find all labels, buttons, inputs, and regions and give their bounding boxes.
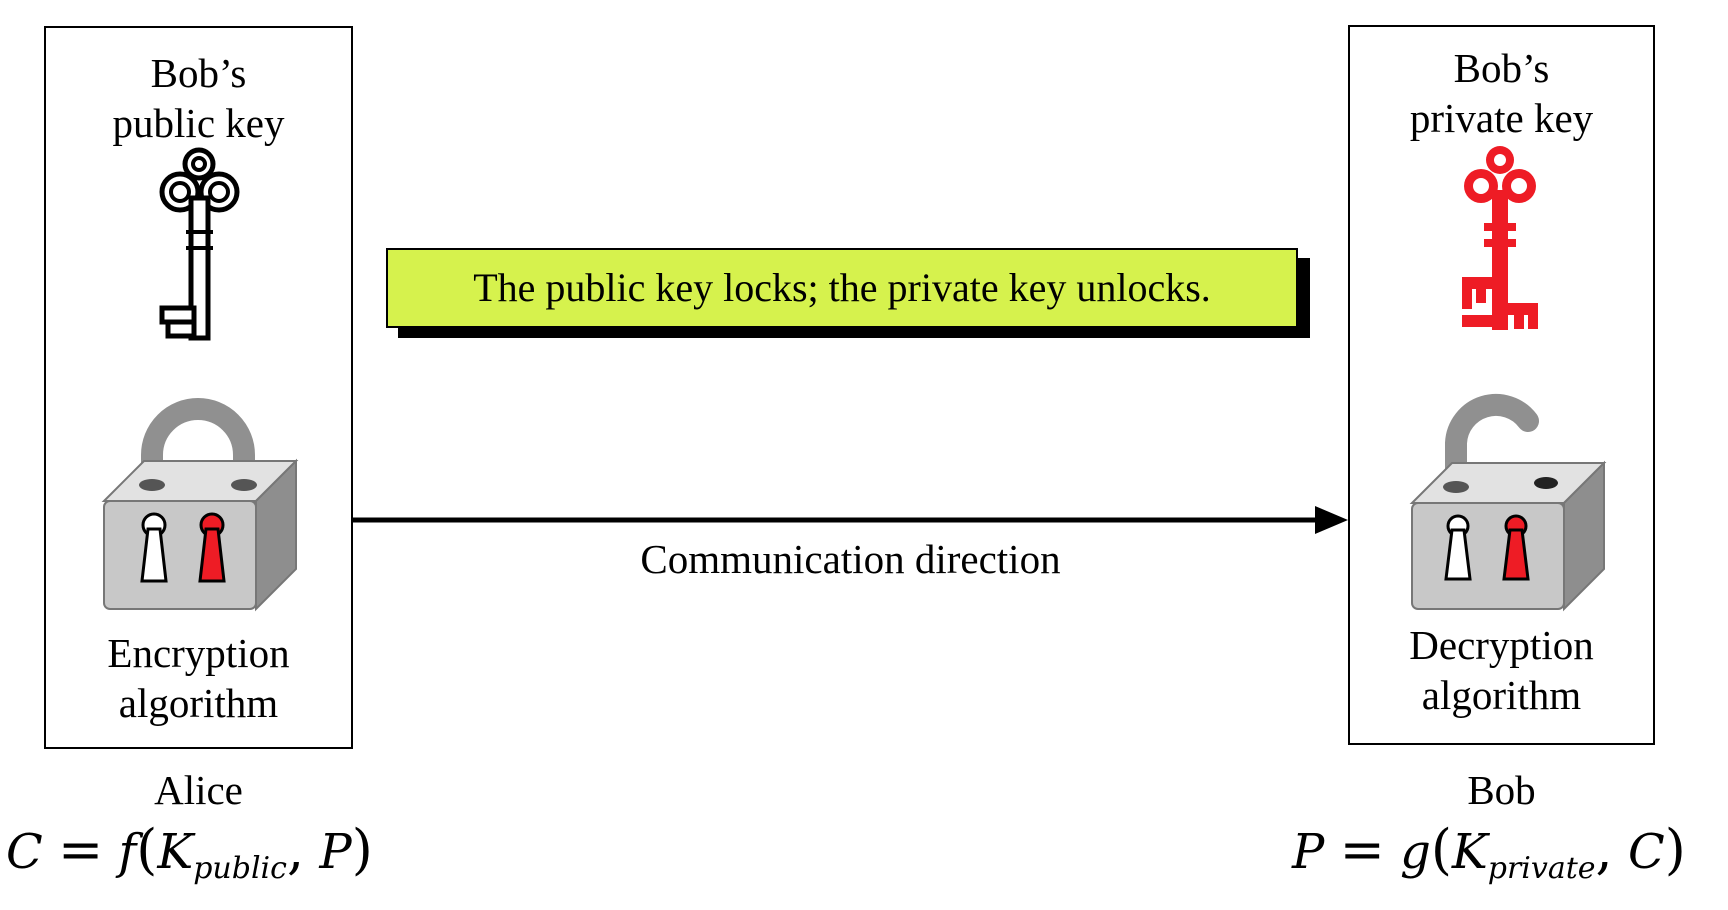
encryption-formula: C = f(Kpublic, P) — [6, 818, 373, 886]
closed-padlock-icon — [101, 398, 299, 612]
formula-key: K — [157, 824, 194, 880]
formula-argument: C — [1627, 824, 1665, 880]
equals-sign: = — [1339, 818, 1385, 881]
communication-arrow — [353, 506, 1348, 534]
open-paren: ( — [136, 818, 158, 881]
public-key-label: Bob’s public key — [112, 50, 285, 146]
bob-panel: Bob’s private key Decryption algorithm — [1348, 25, 1655, 745]
formula-function: g — [1400, 824, 1431, 880]
private-key-label: Bob’s private key — [1409, 45, 1594, 141]
formula-key-subscript: public — [193, 851, 287, 886]
private-key-icon — [1462, 146, 1538, 330]
close-paren: ) — [1664, 818, 1686, 881]
formula-key: K — [1451, 824, 1488, 880]
decryption-algorithm-label: Decryption algorithm — [1409, 622, 1594, 718]
formula-key-subscript: private — [1487, 851, 1596, 886]
equals-sign: = — [58, 818, 104, 881]
alice-panel: Bob’s public key Encryption algorithm — [44, 26, 353, 749]
bob-label: Bob — [1467, 767, 1536, 813]
formula-lhs: C — [6, 824, 43, 880]
decryption-formula: P = g(Kprivate, C) — [1292, 818, 1686, 886]
alice-label: Alice — [154, 767, 243, 813]
open-paren: ( — [1430, 818, 1452, 881]
communication-direction-label: Communication direction — [640, 536, 1061, 582]
open-padlock-icon — [1409, 393, 1607, 612]
encryption-algorithm-label: Encryption algorithm — [107, 630, 290, 726]
public-key-icon — [159, 147, 240, 341]
close-paren: ) — [351, 818, 373, 881]
formula-function: f — [118, 824, 137, 880]
note-box: The public key locks; the private key un… — [386, 248, 1298, 328]
comma: , — [286, 818, 305, 881]
comma: , — [1595, 818, 1613, 881]
formula-argument: P — [319, 824, 352, 880]
formula-lhs: P — [1292, 824, 1325, 880]
